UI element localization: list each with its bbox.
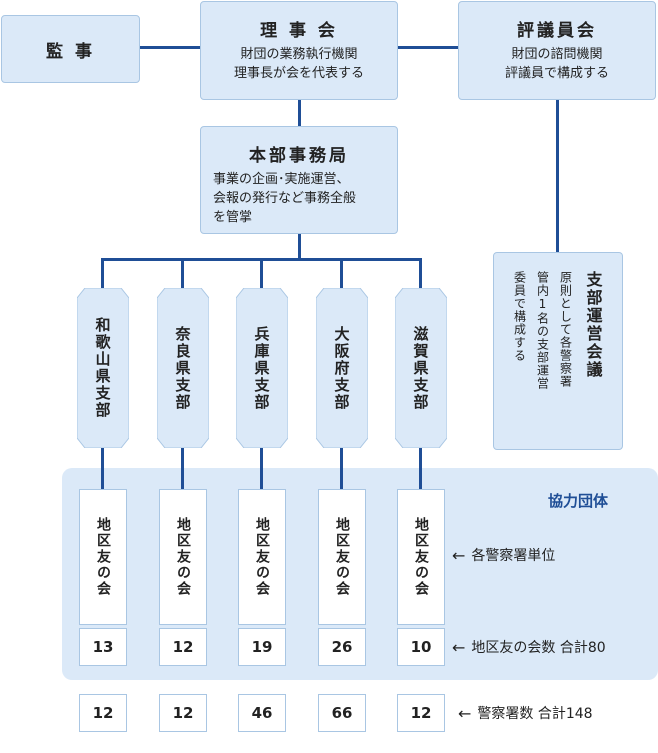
chapter-count: 12 — [159, 628, 207, 666]
branch-wakayama: 和歌山県支部 — [77, 288, 129, 448]
line-council-branchcouncil — [556, 100, 559, 252]
note-text: 地区友の会数 合計80 — [471, 640, 606, 656]
secretariat-desc-line: 事業の企画･実施運営、 — [213, 172, 350, 187]
left-arrow-icon: ← — [452, 637, 466, 657]
board-desc-line: 財団の業務執行機関 — [240, 47, 358, 62]
note-station-total: ← 警察署数 合計148 — [458, 703, 593, 723]
council-desc-line: 財団の諮問機関 — [511, 47, 603, 62]
line-chapter-2 — [181, 446, 184, 490]
line-drop-5 — [419, 258, 422, 290]
branch-label: 奈良県支部 — [173, 325, 192, 411]
secretariat-desc-line: 会報の発行など事務全般 — [213, 191, 357, 206]
branch-hyogo: 兵庫県支部 — [236, 288, 288, 448]
station-count: 12 — [159, 694, 207, 732]
line-chapter-4 — [340, 446, 343, 490]
line-drop-4 — [340, 258, 343, 290]
chapter-count: 26 — [318, 628, 366, 666]
chapter-count: 19 — [238, 628, 286, 666]
chapter-count: 10 — [397, 628, 445, 666]
branch-council-desc-line: 管内1名の支部運営 — [535, 271, 550, 390]
line-drop-2 — [181, 258, 184, 290]
chapter-count: 13 — [79, 628, 127, 666]
line-auditor-board — [140, 46, 200, 49]
note-chapter-total: ← 地区友の会数 合計80 — [452, 637, 606, 657]
branch-nara: 奈良県支部 — [157, 288, 209, 448]
left-arrow-icon: ← — [458, 703, 472, 723]
branch-label: 滋賀県支部 — [411, 325, 430, 411]
line-chapter-5 — [419, 446, 422, 490]
line-chapter-3 — [260, 446, 263, 490]
note-text: 各警察署単位 — [471, 548, 556, 564]
auditor-title: 監 事 — [46, 41, 95, 62]
branch-osaka: 大阪府支部 — [316, 288, 368, 448]
council-title: 評議員会 — [517, 21, 597, 41]
board-box: 理 事 会 財団の業務執行機関 理事長が会を代表する — [200, 1, 398, 100]
line-chapter-1 — [101, 446, 104, 490]
branch-council-desc-line: 原則として各警察署 — [558, 271, 573, 388]
branch-council-title: 支部運営会議 — [583, 271, 603, 379]
station-count: 66 — [318, 694, 366, 732]
secretariat-box: 本部事務局 事業の企画･実施運営、 会報の発行など事務全般 を管掌 — [200, 126, 398, 234]
branch-shiga: 滋賀県支部 — [395, 288, 447, 448]
chapter-box: 地区友の会 — [159, 489, 207, 625]
line-drop-1 — [101, 258, 104, 290]
council-box: 評議員会 財団の諮問機関 評議員で構成する — [458, 1, 656, 100]
chapter-box: 地区友の会 — [238, 489, 286, 625]
secretariat-desc-line: を管掌 — [213, 210, 253, 225]
station-count: 46 — [238, 694, 286, 732]
council-desc-line: 評議員で構成する — [504, 66, 609, 81]
left-arrow-icon: ← — [452, 545, 466, 565]
line-drop-3 — [260, 258, 263, 290]
note-text: 警察署数 合計148 — [477, 706, 593, 722]
board-title: 理 事 会 — [260, 21, 338, 41]
note-per-station: ← 各警察署単位 — [452, 545, 555, 565]
line-secretariat-down — [298, 234, 301, 260]
cooperating-label: 協力団体 — [548, 492, 609, 510]
secretariat-title: 本部事務局 — [249, 146, 349, 166]
branch-label: 兵庫県支部 — [252, 325, 271, 411]
station-count: 12 — [397, 694, 445, 732]
board-desc-line: 理事長が会を代表する — [233, 66, 364, 81]
branch-label: 和歌山県支部 — [93, 317, 112, 419]
line-board-council — [398, 46, 458, 49]
chapter-box: 地区友の会 — [397, 489, 445, 625]
chapter-box: 地区友の会 — [318, 489, 366, 625]
auditor-box: 監 事 — [1, 15, 140, 83]
station-count: 12 — [79, 694, 127, 732]
branch-council-box: 支部運営会議 原則として各警察署 管内1名の支部運営 委員で構成する — [493, 252, 623, 450]
chapter-box: 地区友の会 — [79, 489, 127, 625]
branch-label: 大阪府支部 — [332, 325, 351, 411]
branch-council-desc-line: 委員で構成する — [512, 271, 527, 362]
line-board-secretariat — [298, 100, 301, 126]
